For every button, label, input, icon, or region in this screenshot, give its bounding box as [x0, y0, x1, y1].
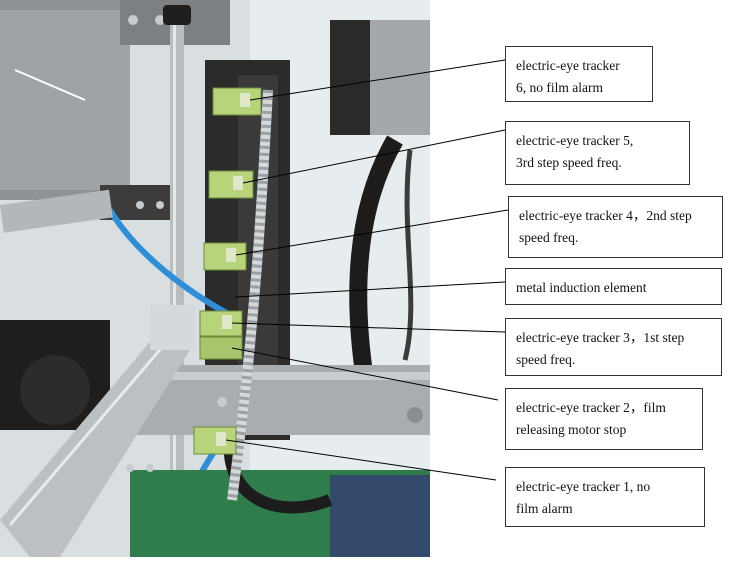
pipe-highlight: [8, 337, 172, 526]
rod-knob: [163, 5, 191, 25]
motor-housing: [370, 20, 430, 135]
callout-tracker-1: electric-eye tracker 1, no film alarm: [505, 467, 705, 527]
spiral-wrap-texture: [227, 89, 273, 501]
bolt: [156, 201, 164, 209]
machine-photo-drawing: [0, 0, 430, 557]
callout-tracker-4: electric-eye tracker 4，2nd step speed fr…: [508, 196, 723, 258]
bar-bolt: [407, 407, 423, 423]
rod-highlight: [173, 15, 176, 495]
sensor-3: [199, 310, 243, 337]
left-panel-highlight: [0, 10, 130, 190]
callout-tracker-2: electric-eye tracker 2，film releasing mo…: [505, 388, 703, 450]
callout-tracker-5: electric-eye tracker 5, 3rd step speed f…: [505, 121, 690, 185]
sensor-1: [193, 426, 237, 455]
diagonal-pipe: [0, 330, 190, 557]
callout-tracker-3: electric-eye tracker 3，1st step speed fr…: [505, 318, 722, 376]
left-pipe: [0, 189, 113, 233]
bolt: [126, 464, 134, 472]
reflection-line: [14, 69, 86, 101]
bolt: [155, 15, 165, 25]
pipe-clamp: [150, 305, 195, 350]
metal-induction-sensor: [199, 336, 243, 360]
bolt: [146, 464, 154, 472]
cylinder-end: [20, 355, 90, 425]
machine-photo: [0, 0, 430, 557]
bolt: [217, 397, 227, 407]
sensor-5: [208, 170, 254, 199]
sensor-4: [203, 242, 247, 271]
callout-tracker-6: electric-eye tracker 6, no film alarm: [505, 46, 653, 102]
bottom-right-component: [330, 475, 430, 557]
callout-metal-induction: metal induction element: [505, 268, 722, 305]
sensor-6: [212, 87, 262, 116]
bolt: [128, 15, 138, 25]
bolt: [136, 201, 144, 209]
